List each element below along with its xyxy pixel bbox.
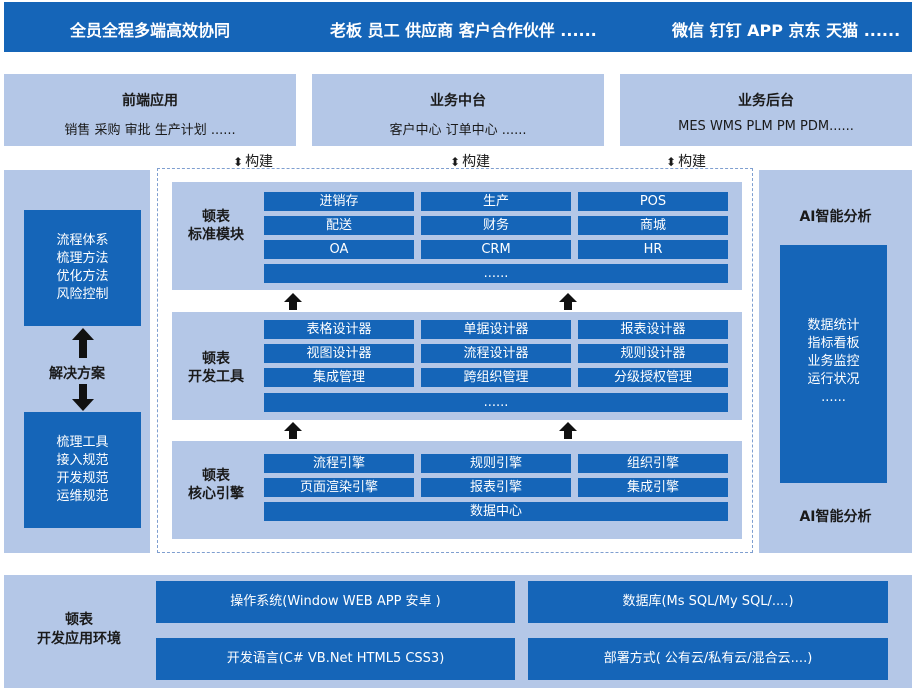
tool-cell: 规则设计器 bbox=[578, 344, 728, 363]
build-label-2: ⬍构建 bbox=[450, 154, 491, 170]
engine-cell: 规则引擎 bbox=[421, 454, 571, 473]
environment-panel: 顿表 开发应用环境 操作系统(Window WEB APP 安卓 ) 数据库(M… bbox=[4, 575, 912, 688]
arrow-shaft bbox=[289, 431, 297, 439]
environment-label: 顿表 开发应用环境 bbox=[37, 612, 121, 647]
header-frontend: 前端应用 销售 采购 审批 生产计划 ...... bbox=[4, 74, 296, 146]
arrow-shaft bbox=[564, 431, 572, 439]
core-engine-label: 顿表 核心引擎 bbox=[188, 468, 244, 502]
up-arrow-icon bbox=[284, 422, 302, 431]
module-cell: CRM bbox=[421, 240, 571, 259]
header-backend-subtitle: MES WMS PLM PM PDM...... bbox=[678, 119, 854, 134]
module-cell: 进销存 bbox=[264, 192, 414, 211]
analytics-box: 数据统计 指标看板 业务监控 运行状况 ...... bbox=[780, 245, 887, 483]
solution-panel: 流程体系 梳理方法 优化方法 风险控制 解决方案 梳理工具 接入规范 开发规范 … bbox=[4, 170, 150, 553]
arrow-shaft bbox=[79, 384, 87, 400]
up-arrow-icon bbox=[72, 328, 94, 340]
module-cell: HR bbox=[578, 240, 728, 259]
header-backend: 业务后台 MES WMS PLM PM PDM...... bbox=[620, 74, 912, 146]
up-arrow-icon bbox=[559, 293, 577, 302]
module-cell: OA bbox=[264, 240, 414, 259]
tool-cell: 表格设计器 bbox=[264, 320, 414, 339]
module-cell: 生产 bbox=[421, 192, 571, 211]
arrow-shaft bbox=[79, 340, 87, 358]
banner-center-text: 老板 员工 供应商 客户合作伙伴 ...... bbox=[330, 21, 597, 40]
down-arrow-icon bbox=[72, 399, 94, 411]
engine-cell: 流程引擎 bbox=[264, 454, 414, 473]
header-frontend-title: 前端应用 bbox=[122, 93, 178, 109]
ai-panel: AI智能分析 数据统计 指标看板 业务监控 运行状况 ...... AI智能分析 bbox=[759, 170, 912, 553]
dev-tools-panel: 顿表 开发工具 表格设计器 单据设计器 报表设计器 视图设计器 流程设计器 规则… bbox=[172, 312, 742, 420]
env-cell-deployment: 部署方式( 公有云/私有云/混合云....) bbox=[528, 638, 888, 680]
engine-cell: 集成引擎 bbox=[578, 478, 728, 497]
double-arrow-icon: ⬍ bbox=[666, 155, 677, 169]
env-cell-database: 数据库(Ms SQL/My SQL/....) bbox=[528, 581, 888, 623]
tool-cell: 视图设计器 bbox=[264, 344, 414, 363]
solution-label: 解决方案 bbox=[49, 366, 105, 382]
up-arrow-icon bbox=[284, 293, 302, 302]
module-cell: POS bbox=[578, 192, 728, 211]
tool-cell: 跨组织管理 bbox=[421, 368, 571, 387]
tool-cell: 单据设计器 bbox=[421, 320, 571, 339]
engine-cell: 报表引擎 bbox=[421, 478, 571, 497]
module-cell: 商城 bbox=[578, 216, 728, 235]
module-cell: 财务 bbox=[421, 216, 571, 235]
standard-modules-panel: 顿表 标准模块 进销存 生产 POS 配送 财务 商城 OA CRM HR ..… bbox=[172, 182, 742, 290]
ai-top-label: AI智能分析 bbox=[799, 209, 872, 225]
header-middle-subtitle: 客户中心 订单中心 ...... bbox=[389, 123, 527, 138]
env-cell-language: 开发语言(C# VB.Net HTML5 CSS3) bbox=[156, 638, 515, 680]
engine-cell: 页面渲染引擎 bbox=[264, 478, 414, 497]
dev-tools-label: 顿表 开发工具 bbox=[188, 351, 244, 385]
methodology-box: 流程体系 梳理方法 优化方法 风险控制 bbox=[24, 210, 141, 326]
data-center-row: 数据中心 bbox=[264, 502, 728, 521]
up-arrow-icon bbox=[559, 422, 577, 431]
standard-modules-label: 顿表 标准模块 bbox=[188, 209, 244, 243]
core-engine-panel: 顿表 核心引擎 流程引擎 规则引擎 组织引擎 页面渲染引擎 报表引擎 集成引擎 … bbox=[172, 441, 742, 539]
tool-cell: 流程设计器 bbox=[421, 344, 571, 363]
tool-cell: 集成管理 bbox=[264, 368, 414, 387]
arrow-shaft bbox=[289, 302, 297, 310]
header-backend-title: 业务后台 bbox=[738, 93, 794, 109]
header-middle: 业务中台 客户中心 订单中心 ...... bbox=[312, 74, 604, 146]
engine-cell: 组织引擎 bbox=[578, 454, 728, 473]
banner-right-text: 微信 钉钉 APP 京东 天猫 ...... bbox=[672, 21, 901, 40]
module-cell: 配送 bbox=[264, 216, 414, 235]
env-cell-os: 操作系统(Window WEB APP 安卓 ) bbox=[156, 581, 515, 623]
double-arrow-icon: ⬍ bbox=[233, 155, 244, 169]
double-arrow-icon: ⬍ bbox=[450, 155, 461, 169]
ai-bottom-label: AI智能分析 bbox=[799, 509, 872, 525]
tool-cell: 报表设计器 bbox=[578, 320, 728, 339]
header-middle-title: 业务中台 bbox=[430, 93, 486, 109]
module-more-row: ...... bbox=[264, 264, 728, 283]
build-label-3: ⬍构建 bbox=[666, 154, 707, 170]
tool-cell: 分级授权管理 bbox=[578, 368, 728, 387]
top-banner: 全员全程多端高效协同 老板 员工 供应商 客户合作伙伴 ...... 微信 钉钉… bbox=[4, 2, 912, 52]
tools-box: 梳理工具 接入规范 开发规范 运维规范 bbox=[24, 412, 141, 528]
arrow-shaft bbox=[564, 302, 572, 310]
header-frontend-subtitle: 销售 采购 审批 生产计划 ...... bbox=[64, 123, 236, 138]
tool-more-row: ...... bbox=[264, 393, 728, 412]
banner-left-text: 全员全程多端高效协同 bbox=[70, 21, 231, 40]
build-label-1: ⬍构建 bbox=[233, 154, 274, 170]
